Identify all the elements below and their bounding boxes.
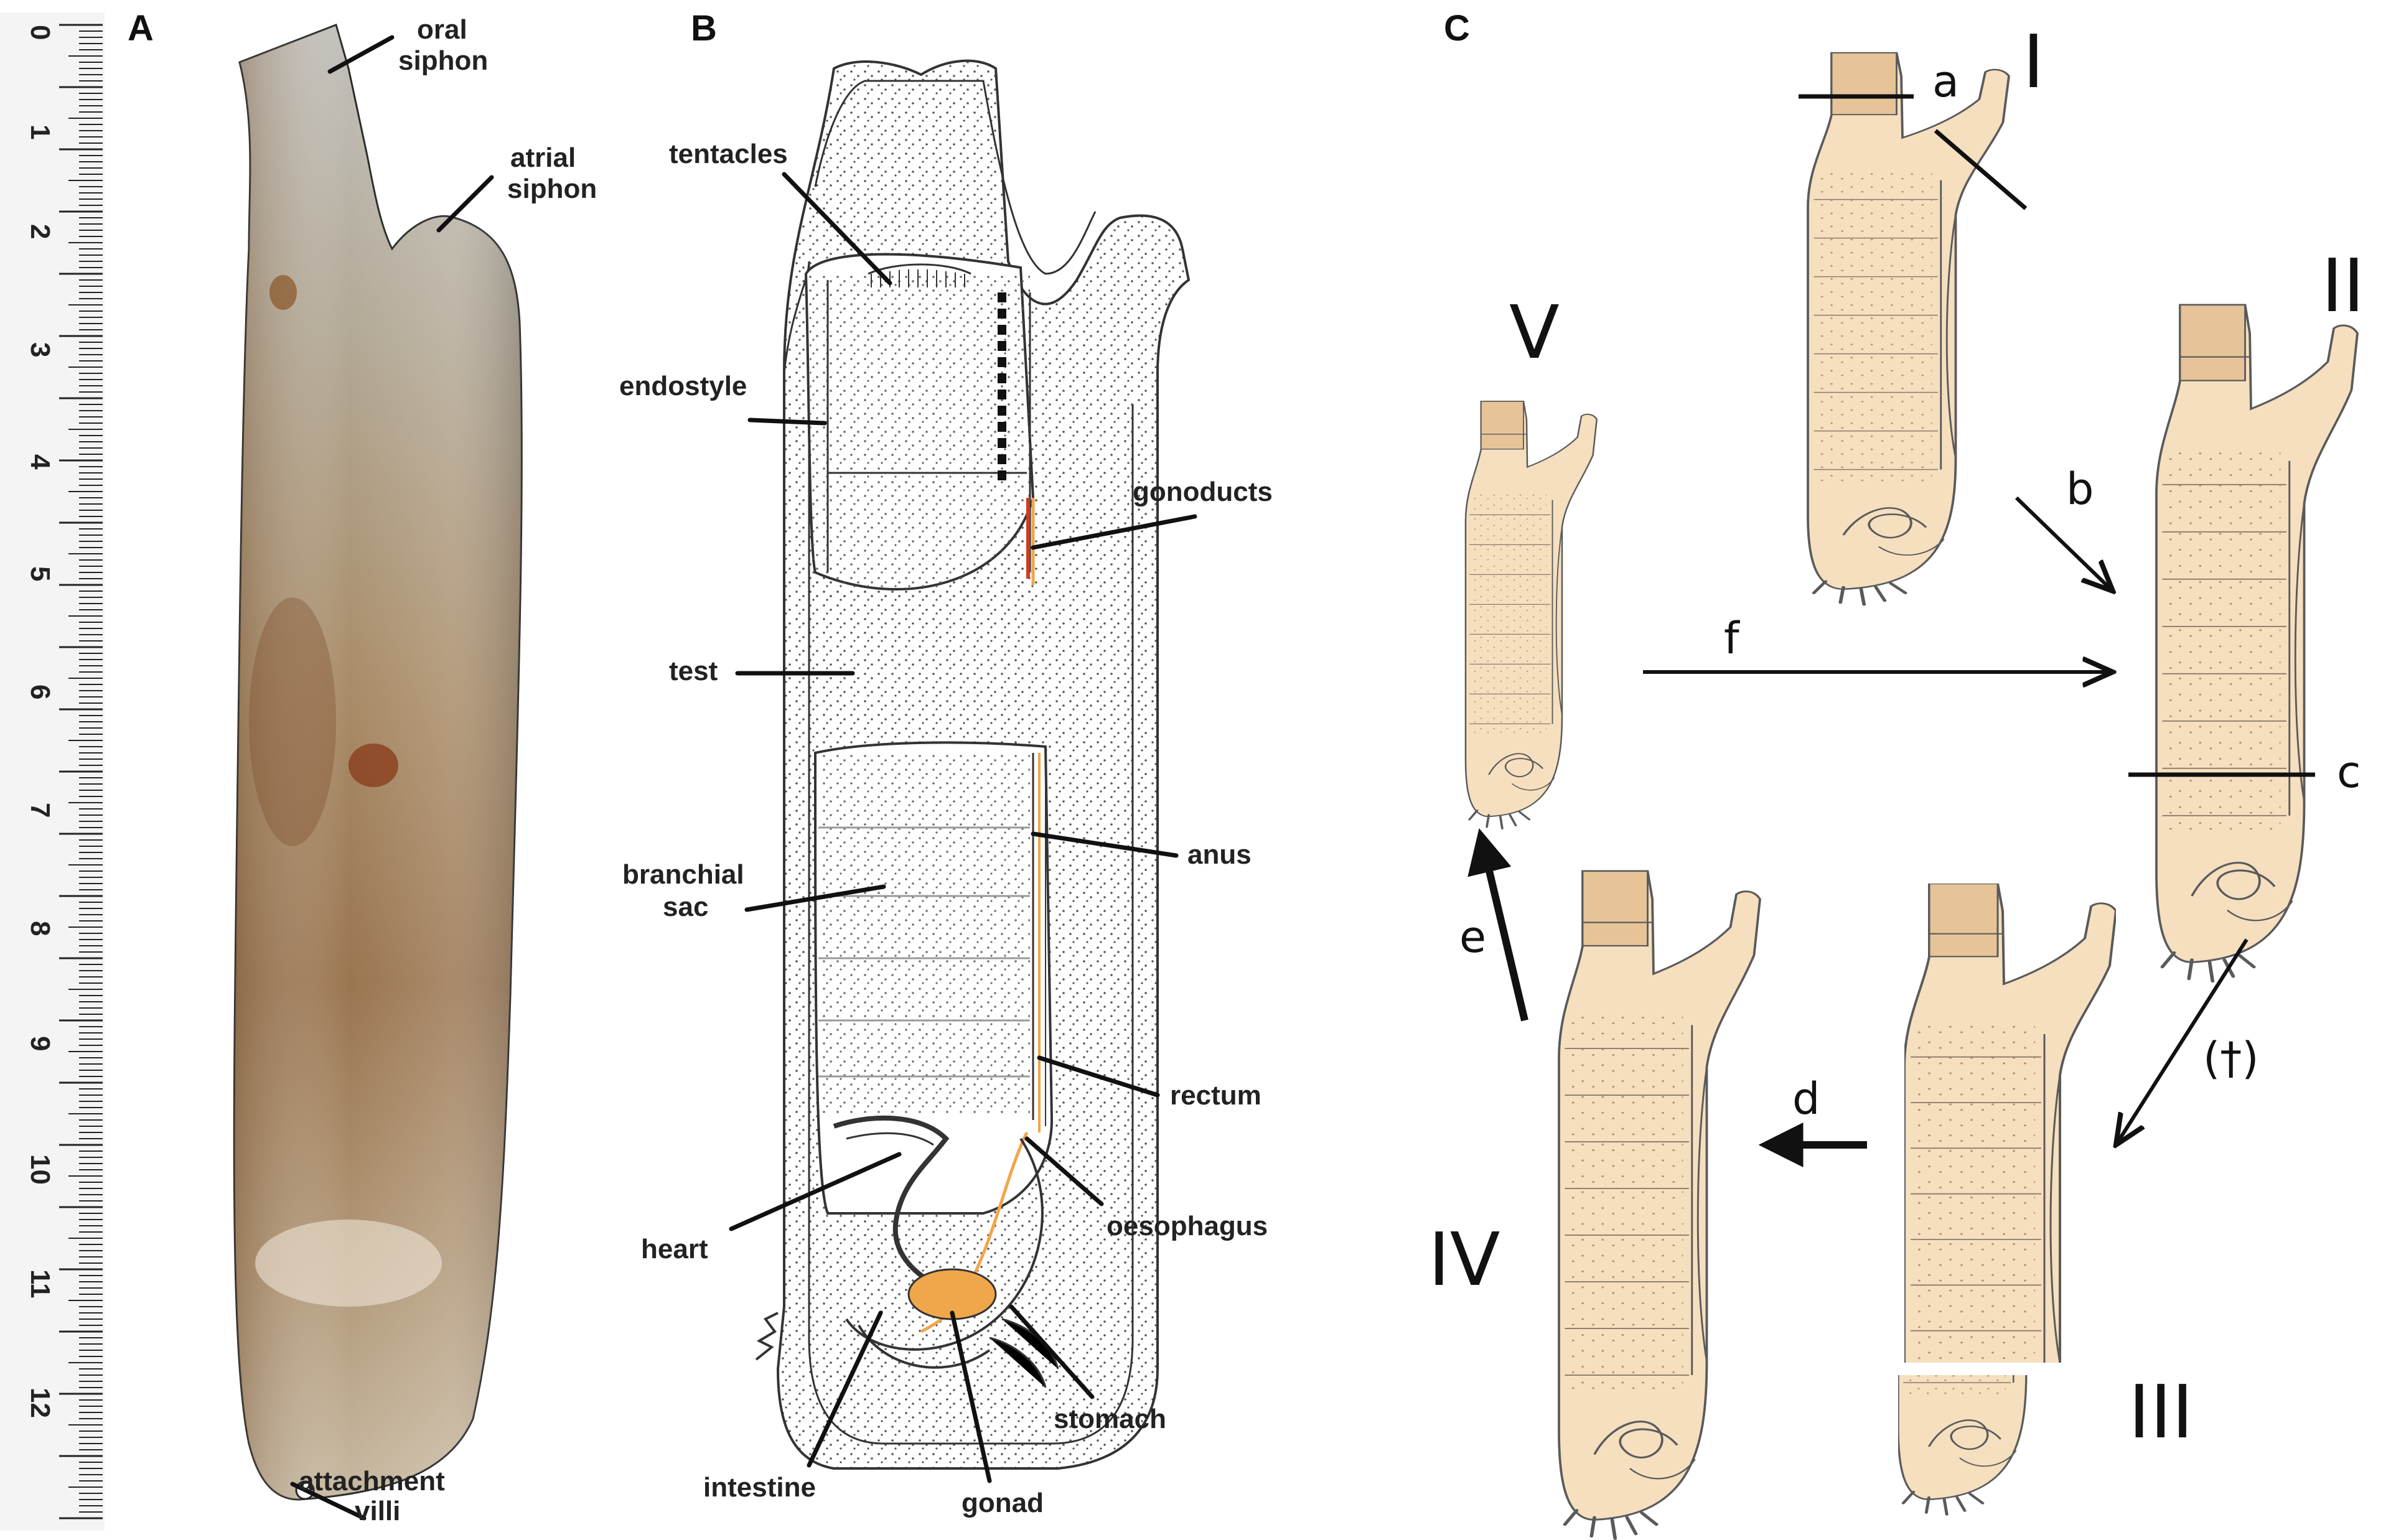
ruler-number: 2 xyxy=(25,224,55,239)
gonad-label: gonad xyxy=(962,1488,1044,1518)
panel-a-letter: A xyxy=(128,8,154,49)
stage-iv-label: IV xyxy=(1428,1216,1500,1302)
panel-c-letter: C xyxy=(1444,8,1470,49)
ruler: 0 1 2 3 4 5 6 7 8 9 10 11 12 xyxy=(0,12,105,1531)
arrow-b xyxy=(2015,496,2113,591)
stage-iv-sketch xyxy=(1559,871,1760,1539)
specimen-photo xyxy=(233,24,523,1501)
ruler-number: 12 xyxy=(25,1388,55,1418)
step-dagger-label: (†) xyxy=(2203,1033,2259,1084)
endostyle-leader xyxy=(747,418,827,426)
ruler-number: 1 xyxy=(25,124,55,139)
gonoducts-leader xyxy=(1031,514,1197,550)
rectum-label: rectum xyxy=(1170,1080,1261,1111)
intestine-leader xyxy=(807,1310,883,1468)
oesophagus-leader xyxy=(1024,1136,1104,1206)
ruler-numbers: 0 1 2 3 4 5 6 7 8 9 10 11 12 xyxy=(25,25,55,1418)
arrow-dagger xyxy=(2116,938,2249,1145)
endostyle-label: endostyle xyxy=(619,371,747,401)
anus-label: anus xyxy=(1187,839,1252,870)
ruler-number: 4 xyxy=(25,454,55,470)
ruler-number: 0 xyxy=(25,25,55,40)
branchial-sac-leader xyxy=(744,884,886,912)
ruler-ticks xyxy=(59,24,103,1519)
intestine-label: intestine xyxy=(703,1472,816,1503)
tentacles-label: tentacles xyxy=(669,139,788,169)
panel-b-letter: B xyxy=(691,8,717,49)
stage-i-sketch xyxy=(1808,53,2009,605)
step-a-label: a xyxy=(1932,56,1959,107)
stage-ii-sketch xyxy=(2156,305,2357,981)
test-label: test xyxy=(669,656,718,686)
stage-v-label: V xyxy=(1509,289,1560,375)
heart-label: heart xyxy=(641,1234,708,1264)
ruler-number: 5 xyxy=(25,566,55,581)
arrow-e xyxy=(1467,828,1528,1022)
atrial-siphon-leader xyxy=(436,175,494,233)
ruler-number: 7 xyxy=(25,803,55,818)
stage-i-label: I xyxy=(2023,19,2044,105)
tentacles-leader xyxy=(782,172,892,286)
ruler-number: 6 xyxy=(25,684,55,699)
stage-ii-label: II xyxy=(2321,243,2365,329)
step-e-label: e xyxy=(1459,912,1486,963)
stage-v-sketch xyxy=(1464,400,1598,830)
ruler-number: 8 xyxy=(25,921,55,936)
ruler-number: 11 xyxy=(25,1269,55,1299)
cut-line-siphon xyxy=(1934,129,2028,210)
ruler-number: 10 xyxy=(25,1154,55,1185)
stomach-label: stomach xyxy=(1054,1404,1166,1434)
stage-iii-label: III xyxy=(2128,1369,2193,1455)
attachment-villi-leader xyxy=(290,1482,367,1521)
heart-leader xyxy=(729,1152,902,1231)
step-f-label: f xyxy=(1724,613,1740,664)
oesophagus-label: oesophagus xyxy=(1107,1211,1268,1241)
stomach-leader xyxy=(1009,1304,1095,1399)
oral-siphon-leader xyxy=(327,35,395,74)
rectum-leader xyxy=(1037,1055,1160,1098)
step-c-label: c xyxy=(2337,747,2361,798)
gonoducts-label: gonoducts xyxy=(1133,477,1273,507)
anus-leader xyxy=(1031,831,1179,858)
step-d-label: d xyxy=(1792,1073,1820,1124)
anatomy-drawing xyxy=(755,59,1191,1470)
step-b-label: b xyxy=(2066,464,2094,515)
gonad-leader xyxy=(950,1310,992,1483)
ruler-number: 3 xyxy=(25,342,55,357)
ruler-number: 9 xyxy=(25,1036,55,1051)
